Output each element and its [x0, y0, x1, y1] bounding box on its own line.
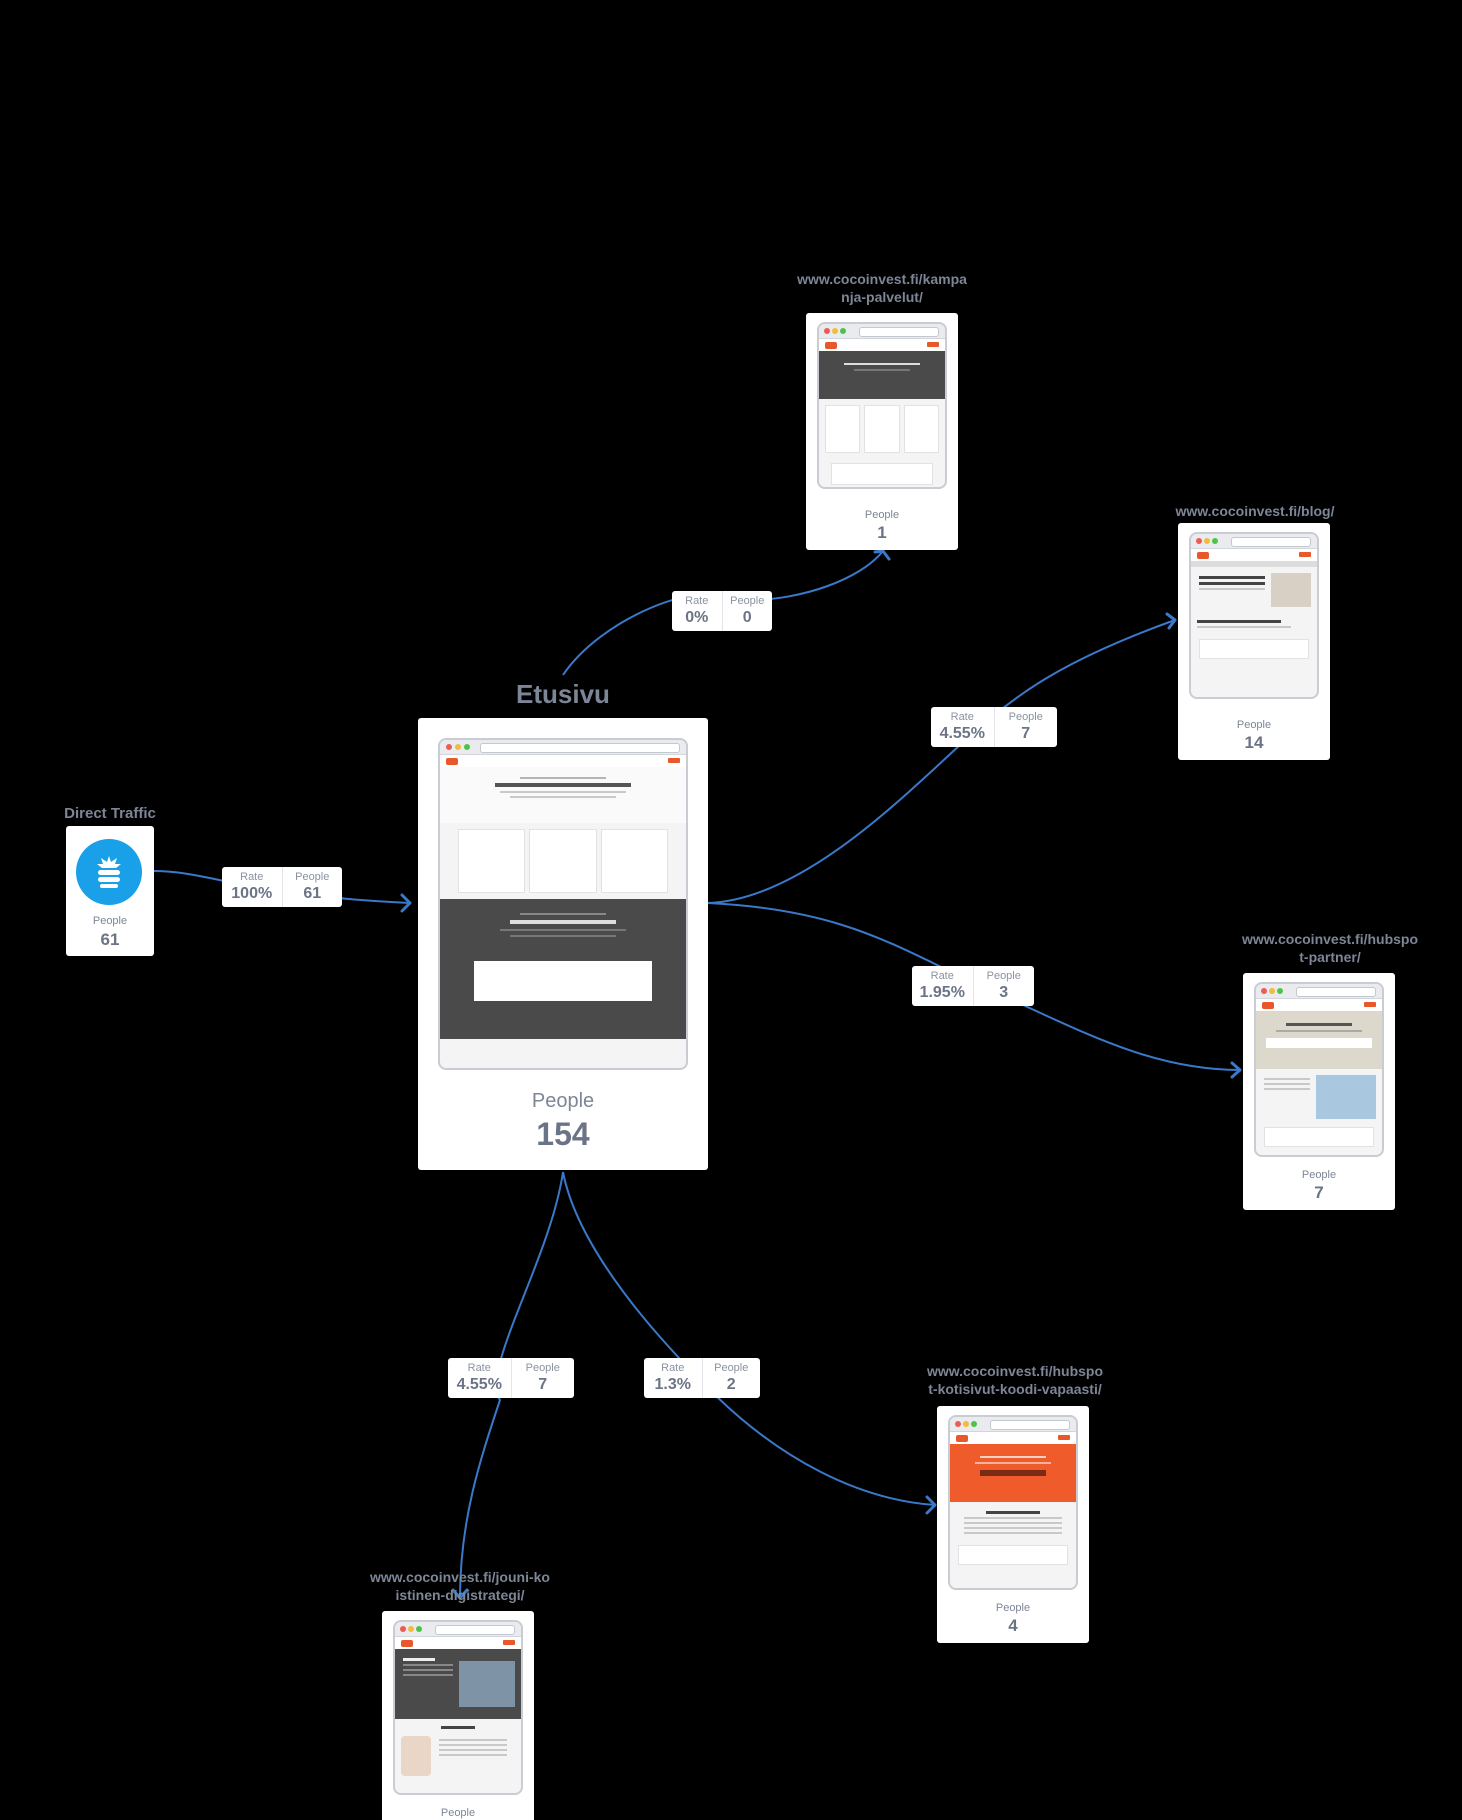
page-title-kampanja: www.cocoinvest.fi/kampa nja-palvelut/ — [770, 270, 994, 306]
people-label: People — [714, 1362, 749, 1374]
people-label: People — [92, 915, 128, 927]
rate-label: Rate — [685, 595, 709, 607]
people-label: People — [986, 970, 1021, 982]
edge-metric-main-blog: Rate 4.55% People 7 — [931, 707, 1057, 747]
arrowhead-hubspot-partner — [1230, 1061, 1242, 1079]
people-value: 3 — [999, 984, 1009, 1001]
page-title-line2: t-kotisivut-koodi-vapaasti/ — [928, 1381, 1102, 1397]
edge-metric-main-kampanja: Rate 0% People 0 — [672, 591, 772, 631]
page-title-jouni: www.cocoinvest.fi/jouni-ko istinen-digis… — [340, 1568, 580, 1604]
page-preview — [1254, 982, 1384, 1157]
rate-label: Rate — [950, 711, 974, 723]
rate-value: 4.55% — [939, 725, 985, 742]
page-title-line1: www.cocoinvest.fi/hubspo — [926, 1363, 1104, 1379]
people-label: People — [531, 1090, 595, 1112]
arrowhead-hubspot-kotisivut — [925, 1495, 937, 1515]
edge-main-blog — [707, 619, 1176, 904]
page-preview — [948, 1415, 1078, 1590]
people-value: 0 — [742, 609, 752, 626]
rate-label: Rate — [661, 1362, 685, 1374]
people-label: People — [730, 595, 765, 607]
rate-label: Rate — [240, 871, 264, 883]
page-node-hubspot-kotisivut[interactable]: People 4 — [937, 1406, 1089, 1643]
rate-value: 1.3% — [654, 1376, 691, 1393]
rate-value: 1.95% — [919, 984, 965, 1001]
people-value: 2 — [726, 1376, 736, 1393]
edge-main-hubspot-kotisivut — [562, 1171, 936, 1506]
edge-metric-main-hubspot-kotisivut: Rate 1.3% People 2 — [644, 1358, 760, 1398]
page-node-hubspot-partner[interactable]: People 7 — [1243, 973, 1395, 1210]
people-count: 1 — [877, 523, 887, 542]
people-label: People — [525, 1362, 560, 1374]
people-count: 154 — [536, 1116, 590, 1152]
people-label: People — [295, 871, 330, 883]
page-title-hubspot-partner: www.cocoinvest.fi/hubspo t-partner/ — [1210, 930, 1450, 966]
rate-label: Rate — [930, 970, 954, 982]
page-title-line1: www.cocoinvest.fi/hubspo — [1241, 931, 1419, 947]
main-page-preview — [438, 738, 688, 1070]
page-title-blog: www.cocoinvest.fi/blog/ — [1150, 502, 1360, 520]
page-preview — [817, 322, 947, 489]
rate-value: 0% — [685, 609, 709, 626]
people-label: People — [1236, 719, 1272, 731]
edge-metric-main-jouni: Rate 4.55% People 7 — [448, 1358, 574, 1398]
people-count: 4 — [1008, 1616, 1018, 1635]
page-title-hubspot-kotisivut: www.cocoinvest.fi/hubspo t-kotisivut-koo… — [895, 1362, 1135, 1398]
page-title-line2: t-partner/ — [1299, 949, 1361, 965]
page-node-kampanja[interactable]: People 1 — [806, 313, 958, 550]
direct-traffic-title: Direct Traffic — [64, 805, 156, 822]
arrowhead-blog — [1165, 612, 1177, 630]
rate-value: 4.55% — [456, 1376, 502, 1393]
people-label: People — [1008, 711, 1043, 723]
page-title-line1: www.cocoinvest.fi/kampa — [797, 271, 967, 287]
page-title-line1: www.cocoinvest.fi/blog/ — [1175, 503, 1335, 519]
edge-metric-main-hubspot-partner: Rate 1.95% People 3 — [912, 966, 1034, 1006]
page-preview — [1189, 532, 1319, 699]
direct-traffic-icon — [76, 839, 142, 905]
page-title-line1: www.cocoinvest.fi/jouni-ko — [370, 1569, 550, 1585]
page-node-jouni[interactable]: People — [382, 1611, 534, 1820]
direct-traffic-node[interactable]: People 61 — [66, 826, 154, 956]
people-count: 61 — [100, 930, 120, 949]
page-node-blog[interactable]: People 14 — [1178, 523, 1330, 760]
people-value: 61 — [303, 885, 322, 902]
main-node-title: Etusivu — [516, 679, 610, 709]
page-preview — [393, 1620, 523, 1795]
arrowhead-main — [400, 893, 412, 913]
people-count: 14 — [1244, 733, 1264, 752]
people-count: 7 — [1314, 1183, 1324, 1202]
arrowhead-kampanja — [873, 549, 891, 561]
people-value: 7 — [538, 1376, 548, 1393]
page-title-line2: nja-palvelut/ — [841, 289, 923, 305]
people-label: People — [440, 1807, 476, 1819]
rate-value: 100% — [231, 885, 273, 902]
rate-label: Rate — [467, 1362, 491, 1374]
edge-metric-direct-main: Rate 100% People 61 — [222, 867, 342, 907]
main-node[interactable]: People 154 — [418, 718, 708, 1170]
people-label: People — [864, 509, 900, 521]
page-title-line2: istinen-digistrategi/ — [395, 1587, 525, 1603]
people-value: 7 — [1021, 725, 1031, 742]
people-label: People — [995, 1602, 1031, 1614]
people-label: People — [1301, 1169, 1337, 1181]
